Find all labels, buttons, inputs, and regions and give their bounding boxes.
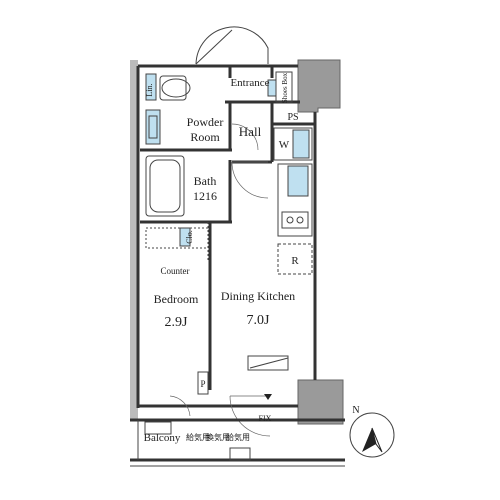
- bedroom-size-label: 2.9J: [165, 315, 189, 330]
- vent-label-3: 給気用: [226, 432, 250, 442]
- powder-room-label-line1: Powder: [187, 115, 224, 129]
- fix-label: FIX: [259, 414, 272, 423]
- compass-n-label: N: [352, 405, 359, 416]
- kitchen-details: [197, 355, 289, 400]
- ps-label: PS: [287, 112, 298, 123]
- entrance-door: [195, 26, 269, 65]
- hall-label: Hall: [239, 124, 262, 139]
- p-label: P: [200, 379, 205, 389]
- powder-room-sink: [145, 109, 161, 145]
- outer-walls: [136, 64, 317, 408]
- bathtub: [145, 155, 185, 217]
- shoes-box-label: Shoes Box: [281, 72, 289, 103]
- washer: [273, 127, 313, 161]
- balcony-label: Balcony: [144, 432, 181, 444]
- toilet: [145, 73, 191, 101]
- dining-kitchen-label: Dining Kitchen: [221, 289, 295, 303]
- structural-columns: [130, 59, 344, 425]
- balcony: [130, 418, 345, 467]
- shoes-box: [267, 71, 293, 103]
- interior-doors: [169, 123, 271, 437]
- vent-label-1: 給気用: [186, 432, 210, 442]
- closet-label: Clo.: [185, 230, 194, 244]
- lin-label: Lin.: [145, 83, 154, 96]
- bedroom-label: Bedroom: [154, 292, 199, 306]
- vent-label-2: 換気用: [206, 432, 230, 442]
- refrigerator: [277, 243, 313, 275]
- refrigerator-label: R: [291, 255, 299, 267]
- bath-label-line2: 1216: [193, 189, 217, 203]
- kitchen-counter: [277, 163, 313, 237]
- powder-room-label-line2: Room: [190, 130, 220, 144]
- washer-label: W: [279, 139, 290, 151]
- counter-label: Counter: [161, 266, 190, 276]
- compass-rose: [349, 412, 395, 458]
- bath-label-line1: Bath: [194, 174, 217, 188]
- entrance-label: Entrance: [230, 77, 269, 89]
- dining-kitchen-size-label: 7.0J: [247, 313, 271, 328]
- closet: [145, 227, 209, 249]
